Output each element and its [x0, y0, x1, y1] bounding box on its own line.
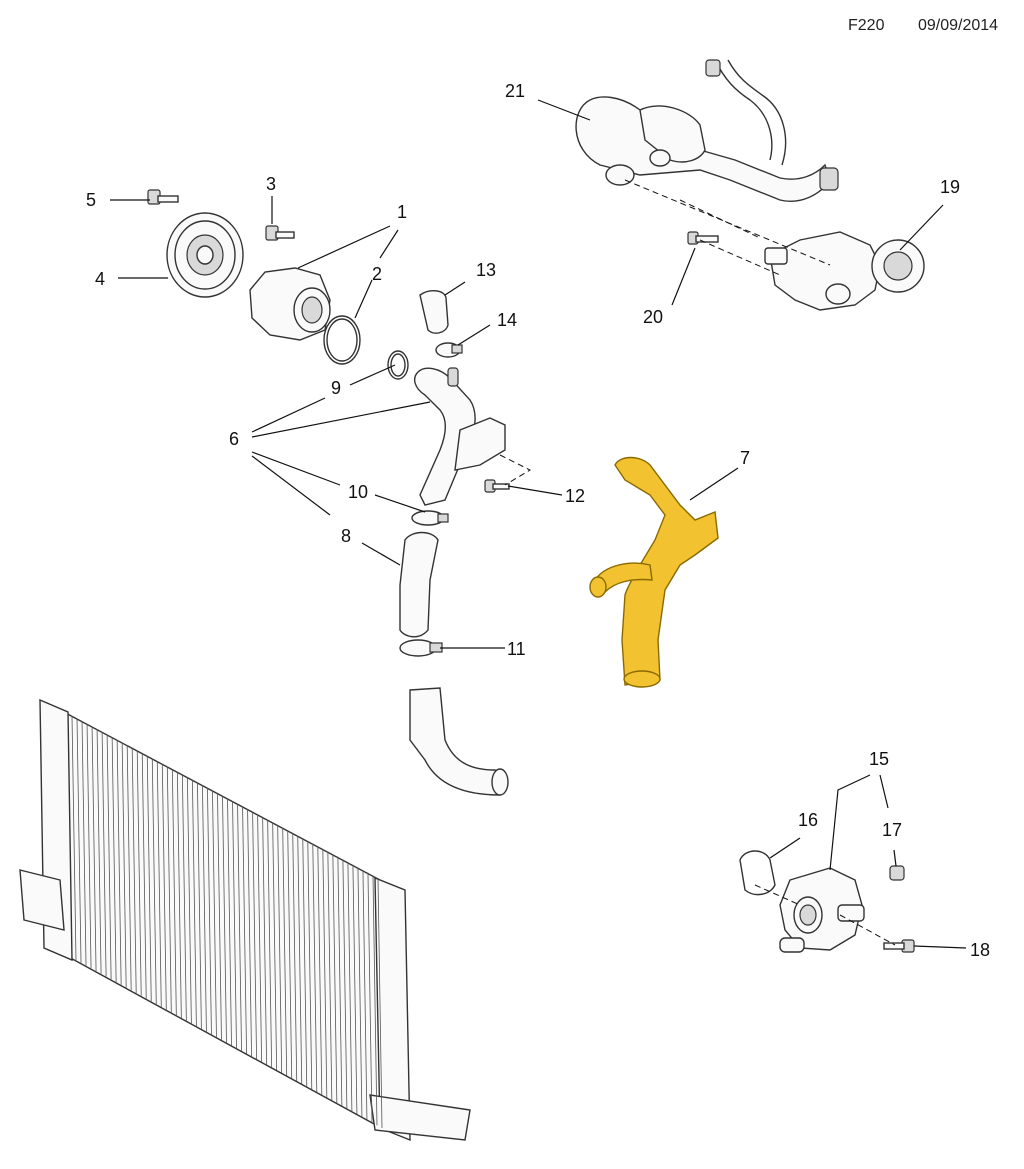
callout-9: 9	[331, 378, 341, 398]
part-10-clamp[interactable]	[411, 510, 449, 526]
callout-13: 13	[476, 260, 496, 280]
callout-20: 20	[643, 307, 663, 327]
part-2-o-ring[interactable]	[323, 315, 361, 365]
part-17-nut[interactable]	[889, 865, 905, 881]
callout-4: 4	[95, 269, 105, 289]
callout-12: 12	[565, 486, 585, 506]
part-11-clamp[interactable]	[399, 639, 443, 657]
part-6-coolant-pipe[interactable]	[413, 367, 506, 506]
part-9-o-ring[interactable]	[387, 350, 409, 380]
callout-10: 10	[348, 482, 368, 502]
part-14-clamp[interactable]	[435, 342, 463, 358]
part-7-coolant-pipe-highlighted[interactable]	[589, 456, 719, 688]
part-3-bolt[interactable]	[265, 225, 295, 241]
callout-5: 5	[86, 190, 96, 210]
assembly-lines	[499, 179, 896, 946]
part-20-bolt[interactable]	[687, 231, 719, 245]
diagram-code: F220	[848, 17, 885, 34]
callout-numbers: 1 2 3 4 5 6 7 8 9 10 11 12 13 14 15 16 1…	[86, 81, 990, 960]
part-12-bolt[interactable]	[484, 479, 510, 493]
part-19-thermostat-housing[interactable]	[764, 231, 925, 311]
part-21-coolant-pipe[interactable]	[575, 59, 839, 202]
callout-8: 8	[341, 526, 351, 546]
part-16-gasket[interactable]	[739, 850, 776, 896]
part-5-bolt[interactable]	[147, 189, 179, 205]
callout-3: 3	[266, 174, 276, 194]
callout-6: 6	[229, 429, 239, 449]
callout-1: 1	[397, 202, 407, 222]
callout-21: 21	[505, 81, 525, 101]
callout-14: 14	[497, 310, 517, 330]
callout-19: 19	[940, 177, 960, 197]
callout-7: 7	[740, 448, 750, 468]
radiator	[19, 698, 471, 1142]
callout-17: 17	[882, 820, 902, 840]
part-4-pulley[interactable]	[166, 212, 244, 298]
diagram-date: 09/09/2014	[918, 17, 999, 34]
callout-18: 18	[970, 940, 990, 960]
radiator-outlet-pipe	[409, 687, 509, 796]
callout-15: 15	[869, 749, 889, 769]
part-15-thermostat-housing[interactable]	[779, 867, 865, 953]
callout-16: 16	[798, 810, 818, 830]
part-8-hose[interactable]	[399, 531, 439, 638]
callout-2: 2	[372, 264, 382, 284]
part-1-water-pump[interactable]	[249, 267, 331, 341]
leader-lines	[110, 99, 967, 949]
part-13-hose[interactable]	[419, 290, 449, 334]
callout-11: 11	[507, 639, 526, 659]
